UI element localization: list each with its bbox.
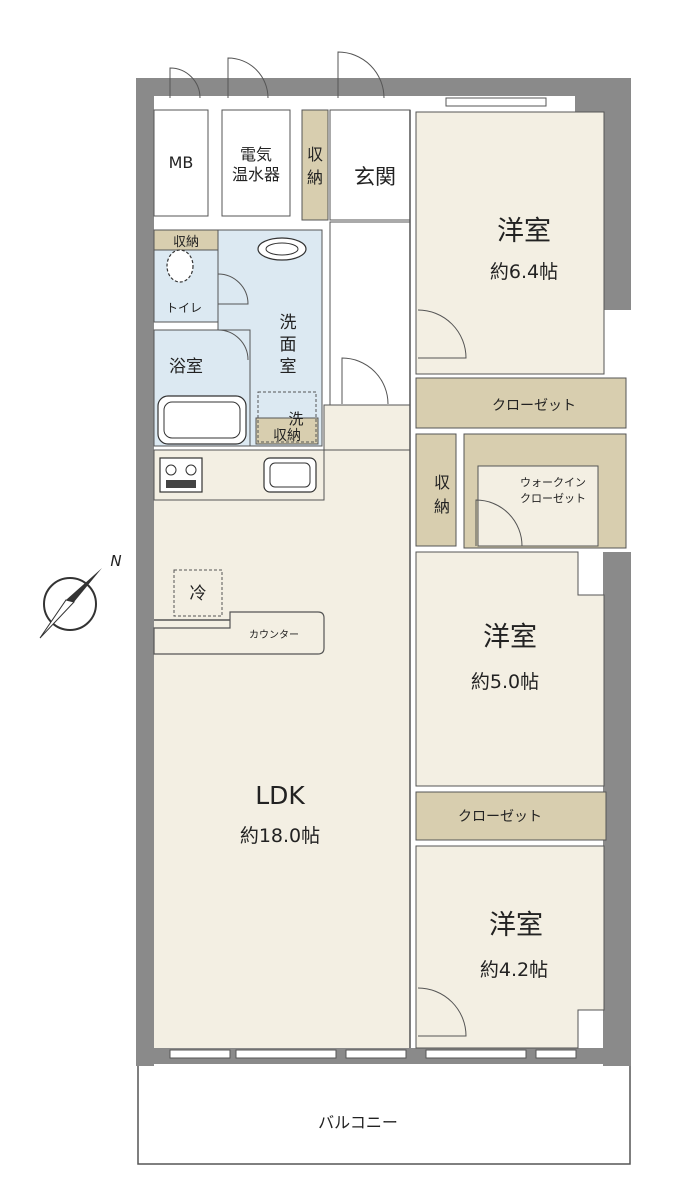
western1-name: 洋室 [497, 216, 551, 247]
entrance-storage-label-2: 納 [307, 168, 323, 187]
closet-1 [415, 377, 627, 429]
bath-label: 浴室 [169, 357, 203, 377]
walkin-label-2: クローゼット [520, 492, 586, 505]
storage-2 [415, 433, 457, 547]
western3-name: 洋室 [489, 910, 543, 941]
laundry-label: 洗 [288, 410, 303, 428]
toilet-icon [166, 249, 194, 283]
sink-icon [263, 457, 317, 493]
entrance-room [329, 109, 411, 221]
toilet-label: トイレ [166, 301, 202, 315]
hallway-lower [323, 404, 411, 451]
laundry-storage-box [255, 417, 319, 445]
doors [169, 51, 523, 1037]
western2-size: 約5.0帖 [471, 671, 539, 693]
windows [169, 97, 577, 1059]
north-label: N [110, 552, 121, 570]
mb-room [153, 109, 209, 217]
washroom-label-1: 洗 [280, 313, 297, 333]
mb-label: MB [169, 153, 194, 172]
washroom-label-3: 室 [280, 357, 297, 377]
western-room-3 [415, 845, 605, 1049]
ldk-floor [154, 450, 410, 1048]
water-heater-room [221, 109, 291, 217]
counter [153, 611, 325, 655]
entrance-storage-label-1: 収 [307, 145, 323, 164]
closet-2 [415, 791, 607, 841]
laundry-storage-label: 収納 [273, 428, 301, 444]
storage2-label-2: 納 [434, 497, 450, 516]
ldk-size: 約18.0帖 [240, 825, 320, 847]
balcony-label: バルコニー [318, 1113, 398, 1132]
closet1-label: クローゼット [492, 398, 576, 414]
stove-icon [159, 457, 203, 493]
washbasin-icon [257, 237, 307, 261]
toilet-storage-label: 収納 [173, 235, 199, 250]
inner-walls [154, 110, 411, 1048]
entrance-storage [301, 109, 329, 221]
western-room-1 [415, 111, 605, 375]
washer-space [257, 391, 317, 443]
north-arrow-icon [39, 568, 102, 639]
counter-label: カウンター [249, 629, 299, 641]
bathtub-icon [157, 395, 247, 445]
western-room-2 [415, 551, 605, 787]
water-heater-label-1: 電気 [240, 145, 272, 164]
storage2-label-1: 収 [434, 473, 450, 492]
ldk-name: LDK [255, 781, 305, 810]
western3-size: 約4.2帖 [480, 959, 548, 981]
water-heater-label-2: 温水器 [232, 165, 280, 184]
balcony-area [137, 1061, 631, 1165]
washroom-label-2: 面 [280, 335, 297, 355]
fridge-label: 冷 [190, 584, 207, 604]
western1-size: 約6.4帖 [490, 261, 558, 283]
closet2-label: クローゼット [458, 809, 542, 825]
fridge-space [173, 569, 223, 617]
walkin-label-1: ウォークイン [520, 476, 586, 489]
western2-name: 洋室 [483, 622, 537, 653]
entrance-label: 玄関 [354, 165, 396, 189]
